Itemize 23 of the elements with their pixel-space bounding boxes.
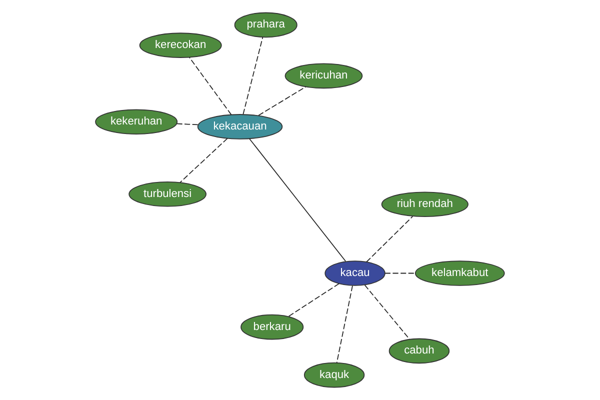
connector [258,86,306,116]
node-ellipse: kacau [324,260,386,286]
node-ellipse: kericuhan [284,63,363,89]
connector [249,138,346,262]
node-ellipse: kekeruhan [95,109,178,134]
connector [366,216,414,262]
connector [364,284,410,340]
node-ellipse: kerecokan [139,32,222,58]
node-ellipse: kekacauan [197,114,283,140]
connector [242,36,264,115]
connector [180,138,228,183]
node-ellipse: berkaru [240,314,304,340]
node-ellipse: kelamkabut [414,260,505,286]
node-ellipse: cabuh [388,338,450,364]
connector [288,283,340,317]
node-ellipse: prahara [234,12,298,38]
node-ellipse: riuh rendah [381,192,468,217]
connector [336,285,353,364]
connector [384,272,416,274]
node-ellipse: turbulensi [128,182,206,207]
connector [176,123,198,126]
connector [188,56,232,116]
node-ellipse: kaquk [304,362,365,388]
